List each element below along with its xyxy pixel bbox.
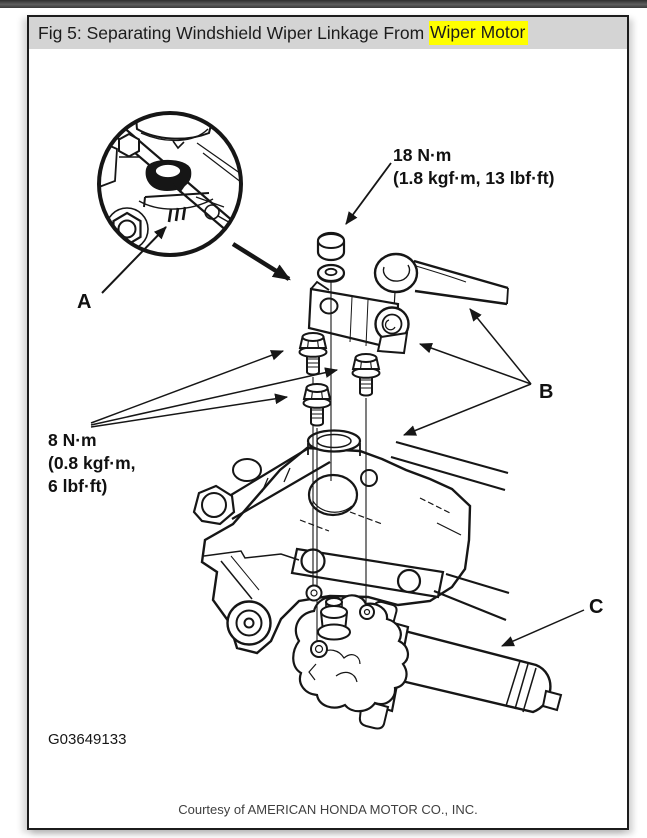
figure-title-highlight: Wiper Motor xyxy=(429,21,529,45)
courtesy-line: Courtesy of AMERICAN HONDA MOTOR CO., IN… xyxy=(178,802,478,817)
figure-code: G03649133 xyxy=(48,731,127,748)
figure-title-text: Fig 5: Separating Windshield Wiper Linka… xyxy=(38,22,430,43)
figure-title-bar: Fig 5: Separating Windshield Wiper Linka… xyxy=(29,17,627,49)
window-top-bar xyxy=(0,0,647,8)
figure-panel: Fig 5: Separating Windshield Wiper Linka… xyxy=(27,15,629,830)
